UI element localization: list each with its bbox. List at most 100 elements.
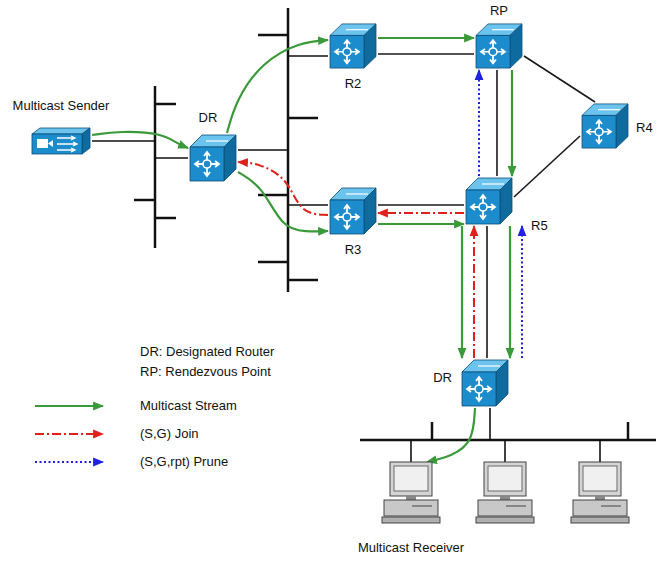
pc-icon — [476, 462, 534, 523]
router-front — [582, 115, 616, 148]
bus-stub — [258, 261, 288, 264]
node-label: R5 — [531, 218, 548, 234]
camera-body — [37, 139, 48, 148]
bus-stub — [431, 422, 434, 440]
pc-base — [478, 500, 532, 516]
router-node: DR — [460, 358, 510, 408]
attachment-line — [504, 440, 506, 462]
sender-node: Multicast Sender — [30, 126, 92, 156]
stream-symbol — [57, 136, 77, 152]
router-arrows — [467, 377, 491, 401]
router-top-mark — [478, 365, 500, 366]
link-line — [378, 53, 474, 55]
router-hub — [343, 213, 351, 221]
stream-arrow — [92, 132, 188, 148]
link-line — [378, 204, 464, 206]
lan-attachments — [92, 56, 600, 462]
router-hub — [343, 48, 351, 56]
bus-stub — [258, 34, 288, 37]
prune-arrow — [478, 70, 480, 176]
router-side — [224, 135, 236, 181]
bus-stub — [288, 117, 318, 120]
router-icon — [328, 22, 378, 70]
pc-slot — [506, 506, 526, 507]
router-body — [476, 24, 522, 68]
router-side — [510, 24, 522, 68]
camera-lens — [48, 140, 53, 147]
router-body — [582, 104, 628, 148]
node-label: Multicast Sender — [13, 98, 110, 114]
router-icon — [474, 22, 524, 70]
pc-monitor — [579, 462, 621, 496]
router-arrows — [481, 40, 505, 63]
router-node: R4 — [580, 102, 630, 150]
bus-stub — [155, 103, 176, 106]
router-front — [330, 200, 364, 234]
router-hub — [203, 160, 211, 168]
join-arrow — [473, 226, 475, 358]
router-top-mark — [492, 29, 514, 30]
node-label: R2 — [345, 76, 362, 92]
pc-stand — [406, 496, 416, 500]
router-node: R5 — [464, 176, 514, 226]
attachment-line — [238, 149, 288, 151]
pc-icon — [571, 462, 629, 523]
legend-samples — [35, 406, 103, 462]
bus-stub — [134, 199, 155, 202]
prune-arrow — [521, 226, 523, 358]
join-arrow — [238, 162, 328, 215]
link-line — [524, 56, 595, 102]
legend-prune-sample — [35, 461, 103, 463]
stream-arrow — [509, 226, 511, 358]
router-side — [496, 360, 508, 406]
bus-stub — [258, 194, 288, 197]
router-body — [190, 135, 236, 181]
pc-keyboard — [476, 517, 534, 523]
sender-icon — [30, 126, 92, 156]
router-hub — [475, 385, 483, 393]
pc-screen — [583, 466, 617, 491]
abbreviation-note: DR: Designated Router — [140, 344, 274, 360]
router-arrows — [335, 40, 359, 63]
router-side — [500, 178, 512, 224]
receiver-node: Multicast Receiver — [382, 462, 440, 524]
router-node: R2 — [328, 22, 378, 70]
node-label: RP — [490, 3, 508, 19]
attachment-line — [155, 157, 188, 159]
router-body — [330, 188, 376, 234]
router-icon — [460, 358, 510, 408]
router-node: R3 — [328, 186, 378, 236]
router-front — [190, 147, 224, 181]
router-arrows — [471, 195, 495, 219]
router-body — [462, 360, 508, 406]
attachment-line — [288, 55, 328, 57]
node-label: R4 — [636, 120, 653, 136]
node-label: Multicast Receiver — [358, 540, 464, 556]
sender-front — [32, 134, 82, 154]
router-front — [330, 35, 364, 68]
router-icon — [464, 176, 514, 226]
lan-buses — [134, 8, 656, 440]
legend-join-sample — [35, 433, 103, 435]
router-top-mark — [346, 193, 368, 194]
node-label: DR — [433, 370, 452, 386]
router-arrows — [587, 120, 611, 143]
router-node: DR — [188, 133, 238, 183]
node-label: DR — [199, 110, 218, 126]
router-top-mark — [346, 29, 368, 30]
pc-monitor — [484, 462, 526, 496]
sender-side — [82, 128, 90, 154]
node-label: R3 — [345, 242, 362, 258]
join-arrow — [378, 212, 464, 214]
pc-slot — [412, 506, 432, 507]
stream-arrow — [227, 40, 328, 133]
stream-arrow — [511, 70, 513, 176]
router-body — [466, 178, 512, 224]
link-line — [496, 70, 498, 176]
router-side — [364, 24, 376, 68]
link-line — [514, 136, 580, 197]
sender-top — [32, 128, 90, 134]
